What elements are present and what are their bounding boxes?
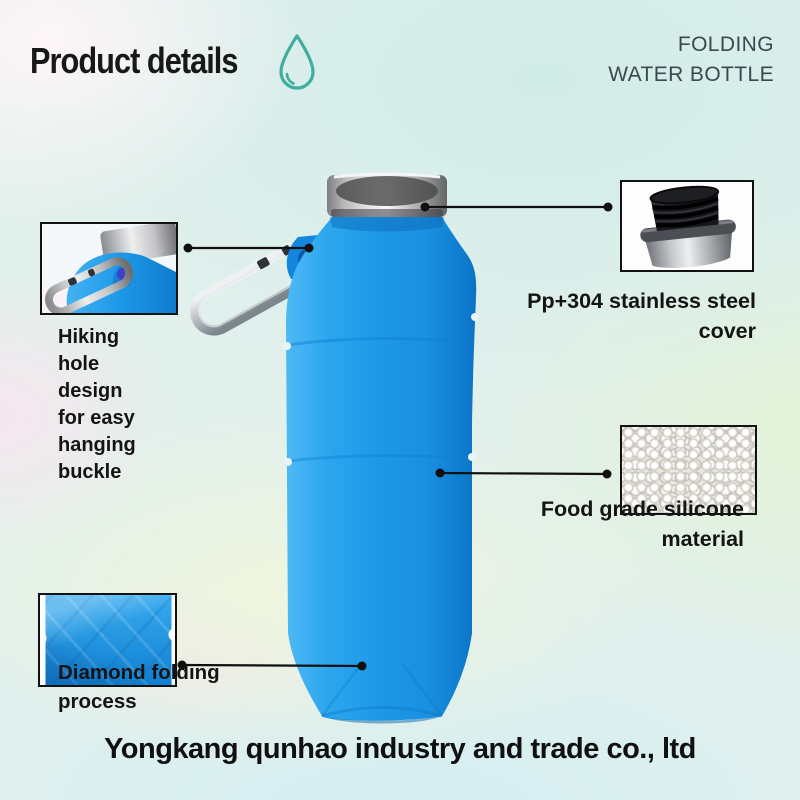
diamond-folding-label: Diamond folding process (58, 661, 220, 713)
silicone-material-label: Food grade silicone material (540, 497, 744, 551)
hiking-hole-label: Hiking hole design for easy hanging buck… (58, 326, 136, 483)
hiking-hole-thumbnail (40, 222, 178, 315)
bottle-photo (190, 172, 479, 724)
water-drop-icon (279, 34, 315, 90)
diamond-thumbnail (38, 593, 177, 687)
product-tagline: FOLDING WATER BOTTLE (608, 33, 774, 86)
stainless-cover-label: Pp+304 stainless steel cover (527, 289, 756, 343)
bottle-body (286, 217, 477, 721)
company-name: Yongkang qunhao industry and trade co., … (104, 733, 696, 765)
page-title: Product details (30, 40, 238, 82)
silicone-thumbnail (620, 425, 757, 515)
cover-thumbnail (620, 180, 754, 272)
bottle-cap (327, 172, 447, 217)
